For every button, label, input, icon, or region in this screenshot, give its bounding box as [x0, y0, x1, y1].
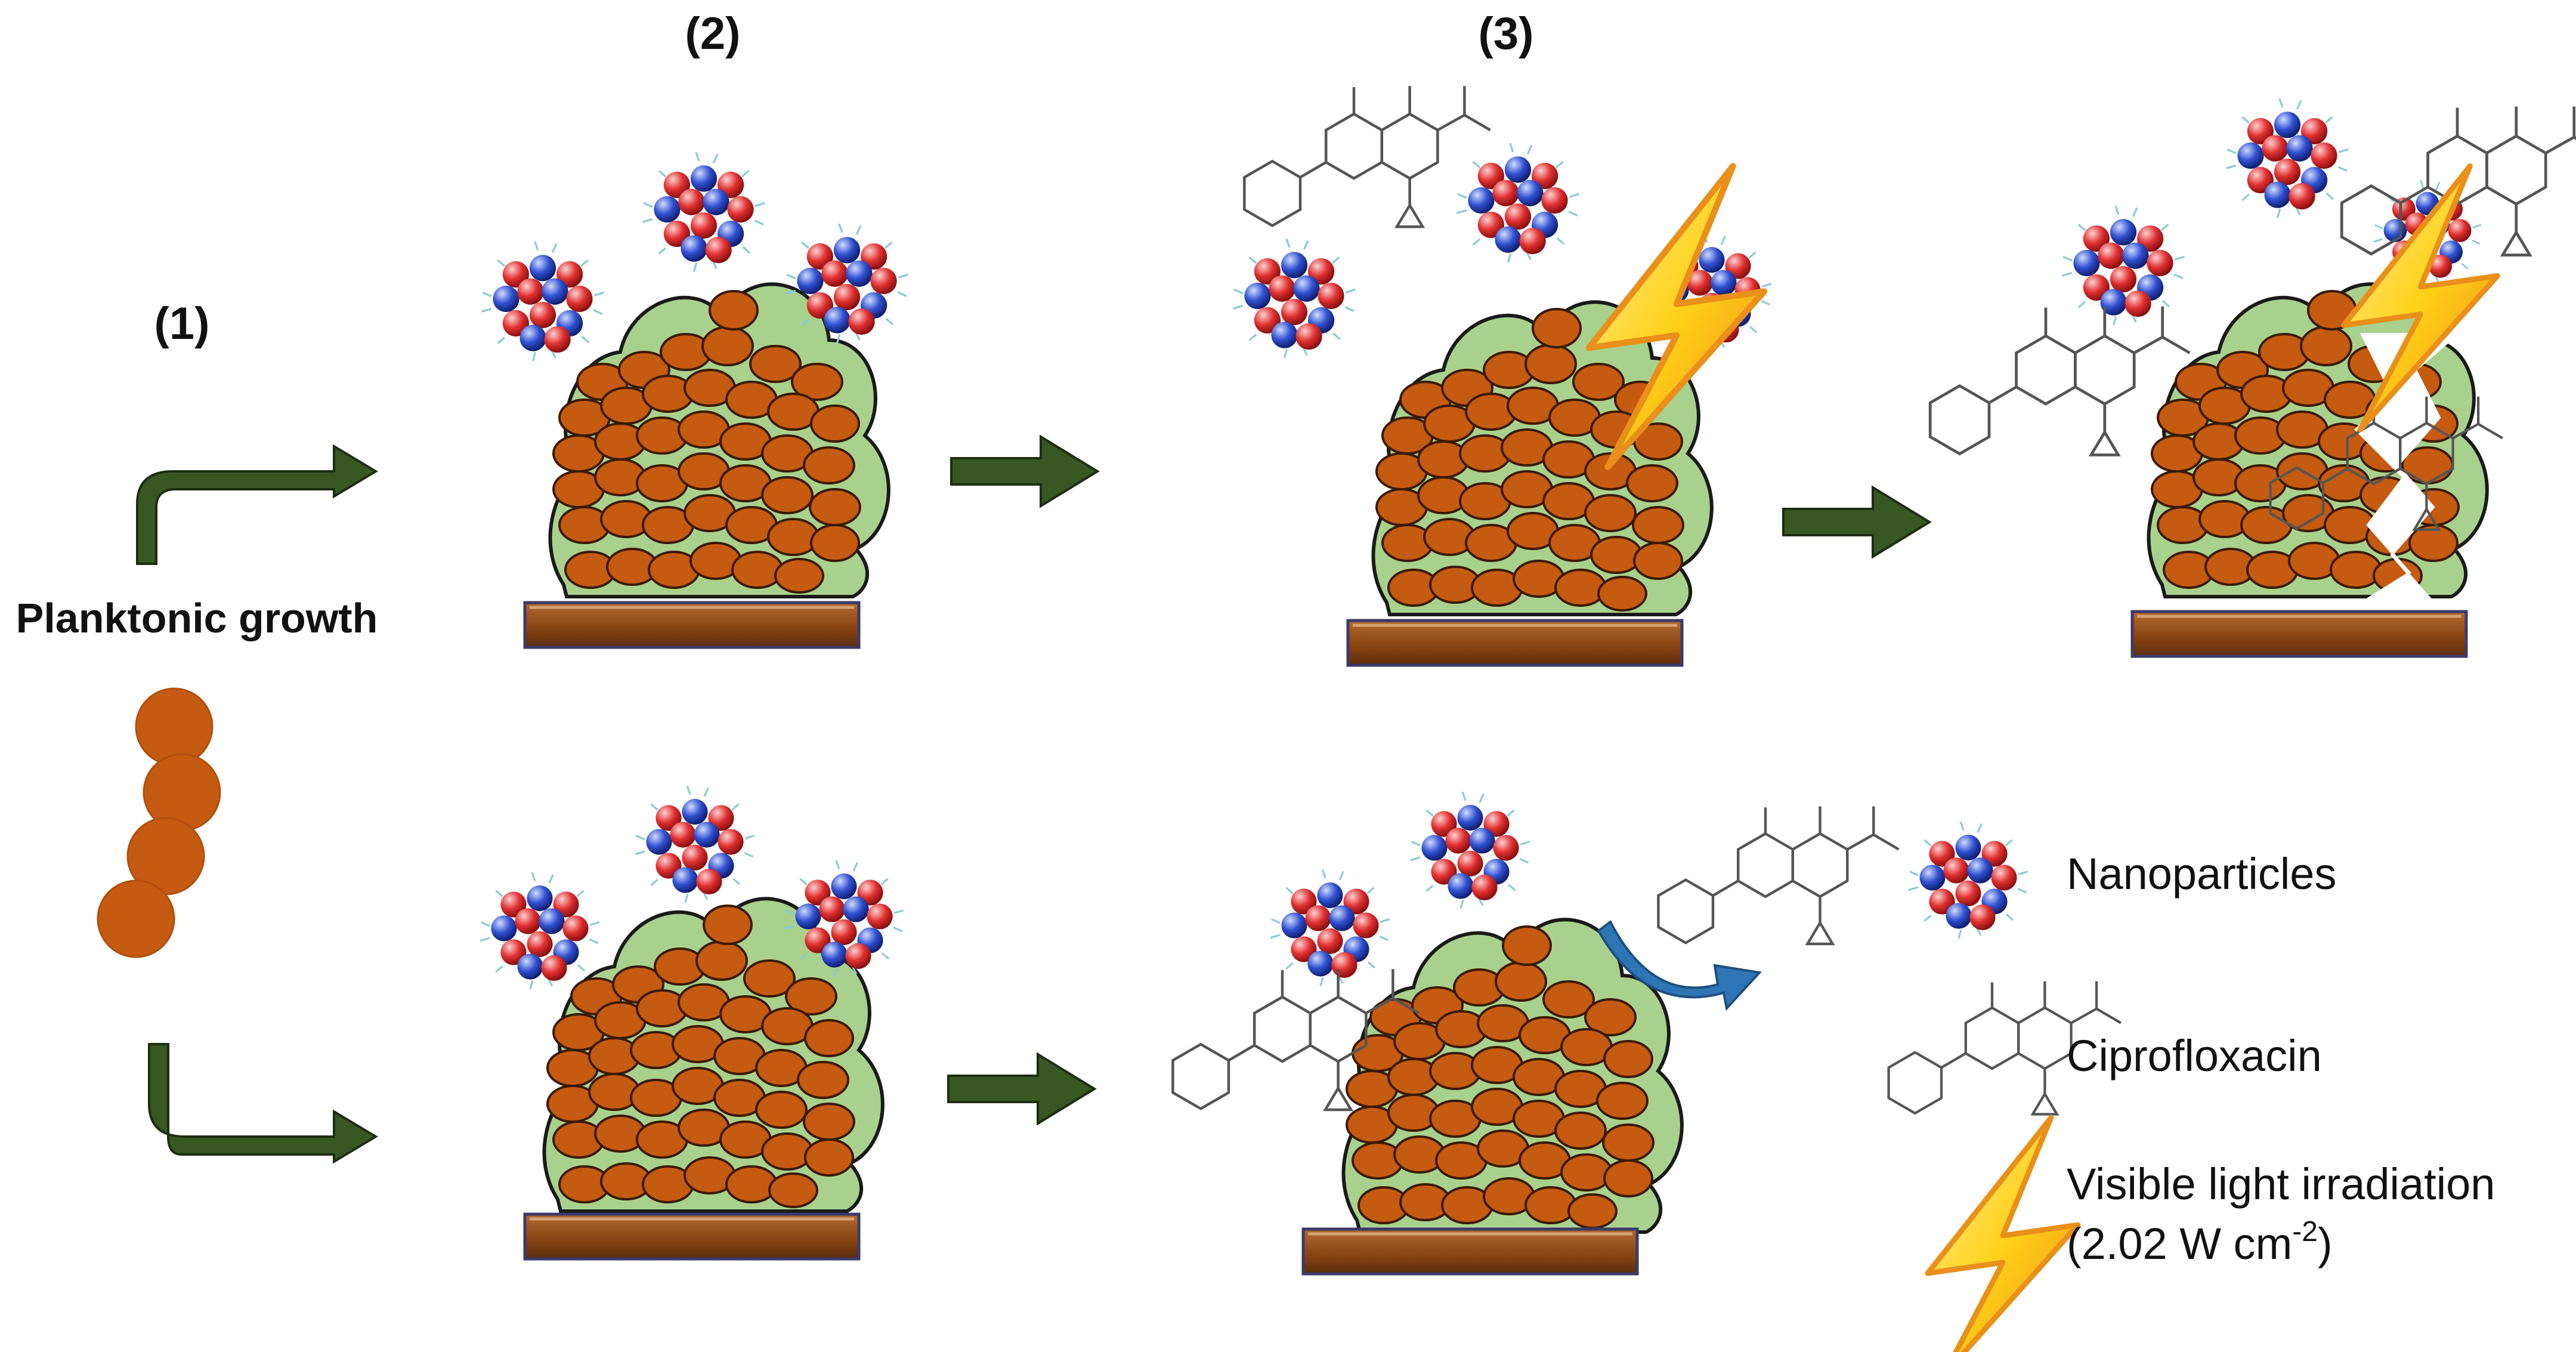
nanoparticle-icon: [1907, 820, 2029, 940]
nanoparticle-icon: [641, 151, 766, 273]
legend-light-suffix: ): [2318, 1219, 2333, 1268]
nanoparticle-icon: [1269, 868, 1391, 987]
legend-light-exponent: -2: [2292, 1216, 2318, 1248]
ciprofloxacin-icon: [1658, 806, 1898, 944]
bacteria-cell-icon: [97, 879, 175, 958]
biofilm-top-step2: [480, 151, 910, 647]
legend-light-line1: Visible light irradiation: [2067, 1159, 2495, 1209]
nanoparticle-icon: [1232, 237, 1357, 359]
step-label-1: (1): [154, 298, 210, 349]
release-arrow-icon: [1597, 919, 1762, 1011]
biofilm-bottom-step2: [479, 785, 905, 1259]
legend-ciprofloxacin-label: Ciprofloxacin: [2067, 1031, 2322, 1081]
substrate-icon: [2132, 612, 2466, 656]
nanoparticle-icon: [2225, 97, 2350, 219]
flow-arrow-icon: [950, 436, 1099, 507]
substrate-icon: [1303, 1229, 1637, 1274]
flow-arrow-icon: [148, 1043, 378, 1164]
nanoparticle-icon: [2061, 205, 2186, 326]
substrate-icon: [525, 1214, 859, 1259]
legend-light-prefix: (2.02 W cm: [2067, 1219, 2292, 1268]
legend-nanoparticles-label: Nanoparticles: [2067, 849, 2336, 899]
lightning-icon: [1928, 1118, 2078, 1352]
planktonic-bacteria: [97, 687, 221, 958]
nanoparticle-icon: [480, 240, 605, 362]
nanoparticle-icon: [634, 785, 756, 904]
biofilm-crack: [2354, 333, 2461, 604]
nanoparticle-icon: [1409, 791, 1531, 910]
legend-light-line2: (2.02 W cm-2): [2067, 1216, 2333, 1268]
flow-arrow-icon: [136, 444, 378, 565]
biofilm-top-step3: [1232, 86, 1773, 665]
biofilm-icon: [1374, 302, 1712, 615]
flow-arrow-icon: [947, 1053, 1096, 1125]
bacteria-cell-icon: [135, 687, 214, 766]
legend: Nanoparticles Ciprofloxacin Visible ligh…: [1889, 820, 2495, 1352]
substrate-icon: [1348, 621, 1682, 665]
planktonic-growth-label: Planktonic growth: [16, 595, 378, 641]
ciprofloxacin-icon: [1930, 307, 2190, 455]
flow-arrow-icon: [1782, 486, 1931, 558]
substrate-icon: [525, 603, 859, 647]
step-label-3: (3): [1479, 8, 1534, 59]
biofilm-top-final: [1930, 97, 2576, 656]
step-label-2: (2): [685, 8, 741, 59]
nanoparticle-icon: [1455, 142, 1581, 264]
biofilm-bottom-step3: [1173, 791, 1898, 1274]
nanoparticle-icon: [479, 871, 601, 990]
ciprofloxacin-icon: [1244, 86, 1490, 227]
